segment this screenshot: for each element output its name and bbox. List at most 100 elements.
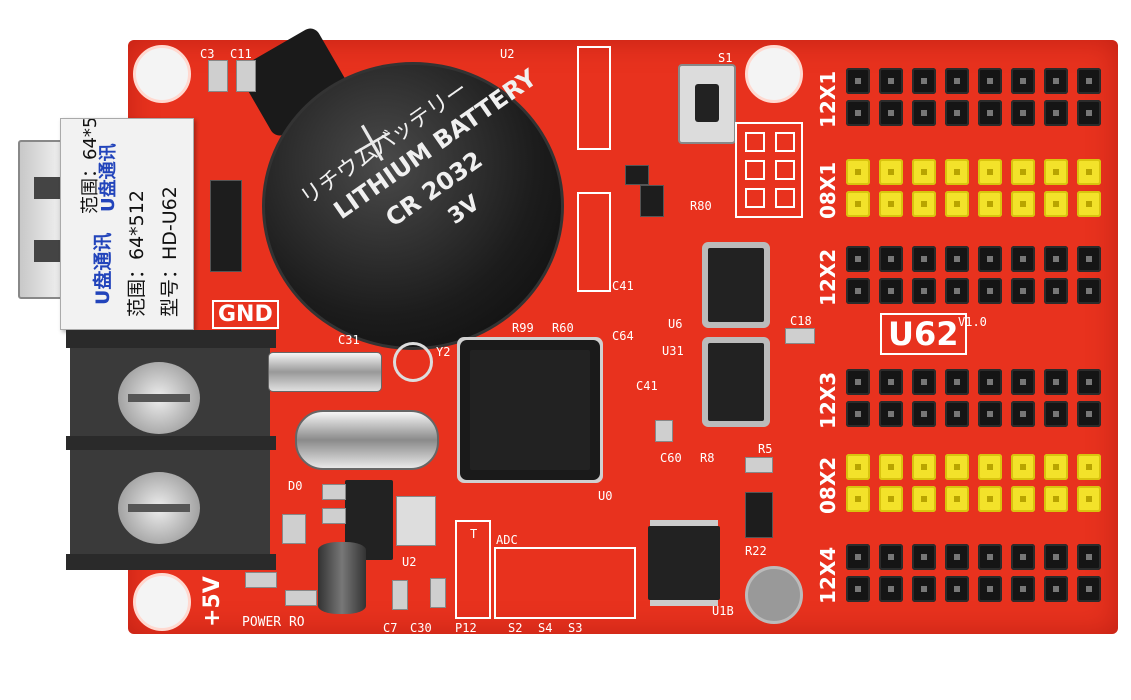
header-label: 12X2 [816, 248, 840, 306]
header-pin [1011, 486, 1035, 512]
header-pin [1077, 486, 1101, 512]
header-pin [879, 486, 903, 512]
pin-strip-mid [577, 192, 611, 292]
tact-switch[interactable] [678, 64, 736, 144]
ic-u6 [708, 248, 764, 322]
header-12x1[interactable]: 12X1 [810, 62, 1118, 134]
capacitor-icon [318, 542, 366, 614]
smd-part [430, 578, 446, 608]
header-pin [879, 454, 903, 480]
ic-u31 [708, 343, 764, 421]
silk-t: T [470, 527, 478, 541]
crystal-icon [295, 410, 439, 470]
header-pin [846, 486, 870, 512]
header-pin [1077, 191, 1101, 217]
silk-c18: C18 [790, 314, 812, 328]
header-label: 12X3 [816, 371, 840, 429]
header-pin [879, 191, 903, 217]
header-pin [1077, 544, 1101, 570]
header-pin [879, 68, 903, 94]
header-pin [945, 100, 969, 126]
silk-y2: Y2 [436, 345, 451, 359]
header-pin [879, 544, 903, 570]
mounting-hole-icon [133, 45, 191, 103]
header-pin [945, 369, 969, 395]
header-label: 12X1 [816, 70, 840, 128]
screw-terminal-icon[interactable] [66, 330, 276, 570]
header-pin [1077, 369, 1101, 395]
header-pin [846, 544, 870, 570]
header-pin [1044, 486, 1068, 512]
header-pin [1011, 191, 1035, 217]
header-pin [1011, 100, 1035, 126]
silk-c41: C41 [636, 379, 658, 393]
header-pin [912, 68, 936, 94]
header-pin [912, 369, 936, 395]
smd-part [236, 60, 256, 92]
header-pin [1077, 576, 1101, 602]
t-pin-strip [455, 520, 491, 619]
silk-s4: S4 [538, 621, 553, 635]
header-pin [945, 544, 969, 570]
board-model-label: U62 [880, 313, 967, 355]
adc-pin-strip [494, 547, 636, 619]
smd-part [208, 60, 228, 92]
smd-part [210, 180, 242, 272]
header-pin [978, 576, 1002, 602]
silk-u1b: U1B [712, 604, 734, 618]
header-pin [912, 278, 936, 304]
header-pin [1044, 68, 1068, 94]
header-pin [1044, 191, 1068, 217]
silk-adc: ADC [496, 533, 518, 547]
header-label: 12X4 [816, 546, 840, 604]
header-pin [912, 544, 936, 570]
smd-part [282, 514, 306, 544]
silk-c31: C31 [338, 333, 360, 347]
header-pin [1044, 544, 1068, 570]
silk-s1: S1 [718, 51, 733, 65]
regulator-tab [396, 496, 436, 546]
header-pin [912, 401, 936, 427]
silk-c41b: C41 [612, 279, 634, 293]
header-pin [978, 369, 1002, 395]
usb-sticker: U盘通讯 范围：64*512 [60, 118, 194, 330]
header-12x2[interactable]: 12X2 [810, 240, 1118, 312]
header-pin [846, 454, 870, 480]
header-pin [945, 486, 969, 512]
header-pin [879, 369, 903, 395]
smd-part [285, 590, 317, 606]
header-08x2[interactable]: 08X2 [810, 448, 1118, 520]
header-pin [846, 246, 870, 272]
header-pin [1011, 576, 1035, 602]
usb-sticker-line2-text: 范围：64*512 [126, 190, 148, 317]
header-pin [978, 544, 1002, 570]
header-12x4[interactable]: 12X4 [810, 538, 1118, 610]
smd-part [785, 328, 815, 344]
header-pin [912, 100, 936, 126]
usb-sticker-text-group: U盘通讯 范围：64*512 型号：HD-U62 [60, 115, 192, 325]
header-pin [879, 159, 903, 185]
header-pin [978, 68, 1002, 94]
header-pin [945, 576, 969, 602]
header-pin [879, 278, 903, 304]
header-pin [978, 246, 1002, 272]
pin-strip-top [577, 46, 611, 150]
smd-part [745, 457, 773, 473]
silk-r5: R5 [758, 442, 773, 456]
header-pin [1077, 401, 1101, 427]
header-pin [1044, 278, 1068, 304]
header-pin [945, 278, 969, 304]
header-pin [879, 246, 903, 272]
screw-icon[interactable] [118, 362, 200, 434]
header-pin [1044, 100, 1068, 126]
header-pin [1077, 246, 1101, 272]
silk-r80: R80 [690, 199, 712, 213]
smd-part [322, 508, 346, 524]
header-pin [846, 576, 870, 602]
header-pin [978, 401, 1002, 427]
header-08x1[interactable]: 08X1 [810, 153, 1118, 225]
jumper-block[interactable] [735, 122, 803, 218]
header-12x3[interactable]: 12X3 [810, 363, 1118, 435]
header-pin [1011, 401, 1035, 427]
screw-icon[interactable] [118, 472, 200, 544]
